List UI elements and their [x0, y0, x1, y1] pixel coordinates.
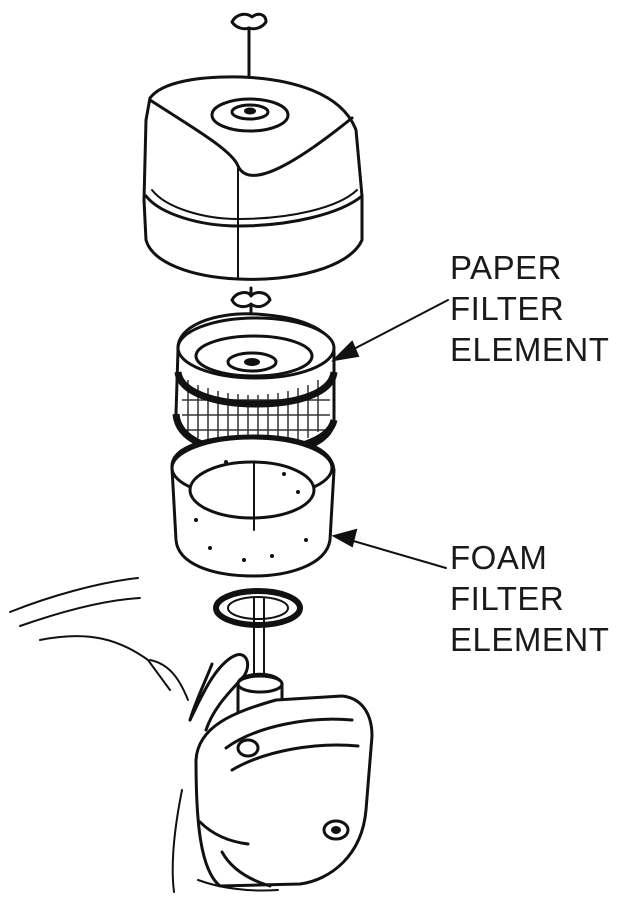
foam-label-line-3: ELEMENT	[450, 621, 610, 658]
foam-label-line-2: FILTER	[450, 580, 565, 617]
paper-label-line-2: FILTER	[450, 290, 565, 327]
foam-filter-element	[170, 434, 336, 578]
paper-filter-arrow	[331, 299, 449, 362]
paper-label-line-1: PAPER	[450, 249, 562, 286]
foam-filter-arrow	[331, 528, 447, 569]
paper-filter-element-label: PAPER FILTER ELEMENT	[450, 247, 609, 370]
foam-label-line-1: FOAM	[450, 539, 548, 576]
paper-label-line-3: ELEMENT	[450, 331, 610, 368]
foam-filter-element-label: FOAM FILTER ELEMENT	[450, 537, 609, 660]
engine-base	[9, 577, 374, 893]
air-cleaner-cover	[142, 75, 364, 281]
foam-texture-dots	[194, 460, 308, 562]
